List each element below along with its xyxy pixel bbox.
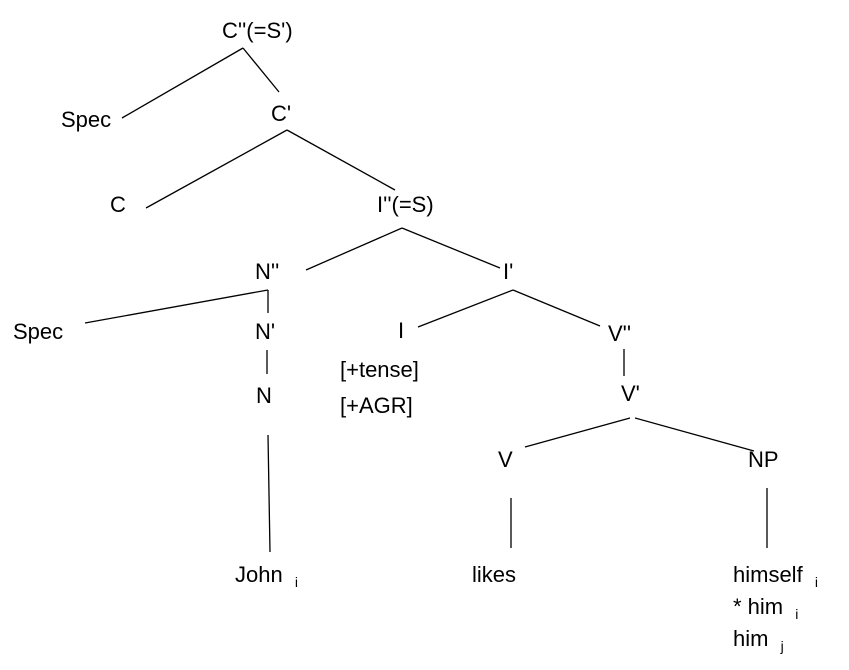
node-n: N [256,383,272,408]
leaf-himself-subscript: i [815,574,818,590]
leaf-likes: likes [472,562,516,587]
edge-vbar1-v [524,417,631,448]
edge-cbar1-ibar2 [286,129,396,191]
leaf-john: John i [235,562,298,590]
edge-cbar1-c [145,129,288,209]
node-spec-c: Spec [61,107,111,132]
leaf-star-him-word: * him [733,594,783,619]
leaf-star-him: * him i [733,594,798,622]
leaf-john-subscript: i [295,574,298,590]
node-np: NP [748,447,779,472]
leaf-star-him-subscript: i [795,606,798,622]
edge-vbar1-np [634,417,755,452]
tree-branches [84,47,768,553]
leaf-him: him j [733,626,784,654]
edge-ibar1-i [417,289,514,328]
node-c: C [110,192,126,217]
node-spec-n: Spec [13,319,63,344]
leaf-himself: himself i [733,562,818,590]
node-feature-tense: [+tense] [340,357,419,382]
tree-nodes: C''(=S') Spec C' C I''(=S) N'' I' Spec N… [13,18,818,654]
node-vbar2: V'' [608,321,631,346]
edge-ibar2-ibar1 [401,227,501,269]
node-cbar2: C''(=S') [222,18,293,43]
leaf-him-word: him [733,626,768,651]
edge-n-john [267,434,271,553]
node-ibar1: I' [503,259,513,284]
node-ibar2: I''(=S) [377,192,434,217]
leaf-him-subscript: j [780,638,784,654]
node-v: V [498,447,513,472]
edge-cbar2-spec [121,47,244,119]
edge-cbar2-cbar1 [242,47,280,93]
edge-ibar2-nbar2 [305,227,403,271]
edge-nbar2-spec [84,289,269,324]
node-i: I [398,318,404,343]
edge-ibar1-vbar2 [512,289,601,327]
node-cbar1: C' [271,101,291,126]
node-nbar2: N'' [255,259,279,284]
node-feature-agr: [+AGR] [340,393,413,418]
leaf-himself-word: himself [733,562,804,587]
node-nbar1: N' [255,319,275,344]
node-vbar1: V' [621,381,640,406]
leaf-john-word: John [235,562,283,587]
